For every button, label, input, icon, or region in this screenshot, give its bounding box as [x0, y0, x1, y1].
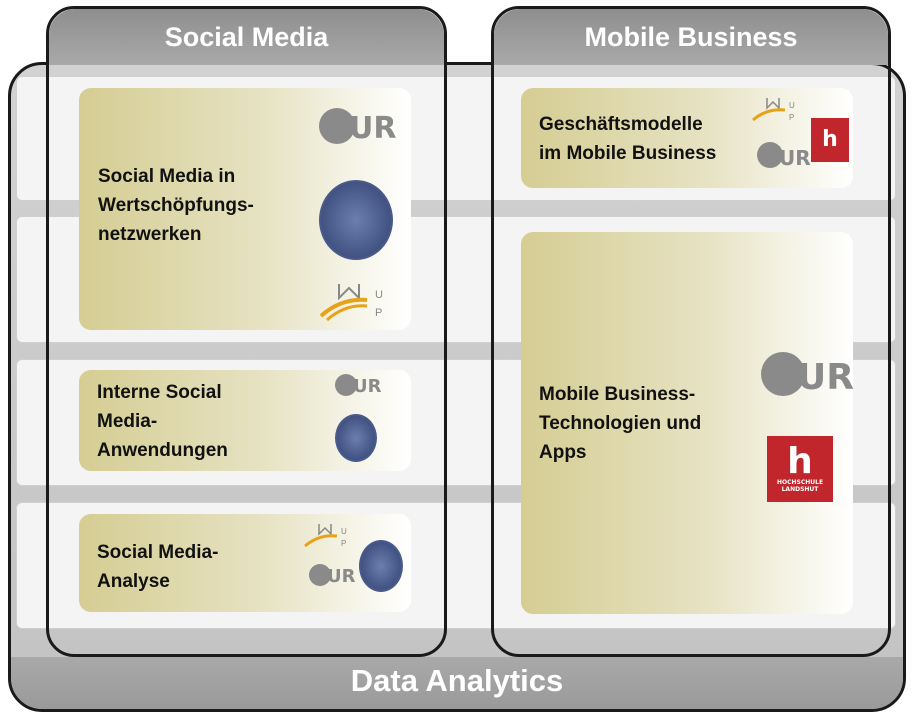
ur-logo: UR	[761, 352, 854, 396]
ur-logo: UR	[757, 142, 811, 168]
card-text: Mobile Business- Technologien und Apps	[539, 384, 702, 463]
landshut-logo-icon: h HOCHSCHULE LANDSHUT	[767, 436, 833, 502]
card-text: Geschäftsmodelle im Mobile Business	[539, 114, 717, 164]
svg-text:U: U	[341, 527, 347, 536]
social-media-column: Social Media	[46, 6, 447, 657]
svg-text:P: P	[789, 113, 794, 122]
social-media-header: Social Media	[49, 9, 444, 65]
card-social-media-wertschoepfung: Social Media in Wertschöpfungs- netzwerk…	[79, 88, 411, 330]
bamberg-seal-icon	[319, 180, 393, 260]
svg-text:U: U	[789, 101, 795, 110]
card-mobile-business-technologien: Mobile Business- Technologien und Apps U…	[521, 232, 854, 614]
mobile-business-header: Mobile Business	[494, 9, 888, 65]
passau-logo-icon: UP	[752, 98, 795, 122]
card-interne-social-media: Interne Social Media- Anwendungen UR	[79, 370, 411, 471]
passau-logo-icon: UP	[304, 524, 347, 548]
bamberg-seal-icon	[359, 540, 403, 592]
mobile-business-column: Mobile Business	[491, 6, 891, 657]
ur-logo: UR	[319, 108, 396, 144]
passau-logo-icon: UP	[319, 284, 383, 322]
data-analytics-label: Data Analytics	[350, 663, 564, 698]
svg-text:U: U	[375, 289, 383, 301]
ur-logo: UR	[309, 564, 355, 586]
ur-logo: UR	[335, 374, 381, 396]
card-text: Interne Social Media- Anwendungen	[97, 382, 228, 461]
bamberg-seal-icon	[335, 414, 377, 462]
landshut-logo-icon: h	[811, 118, 849, 162]
card-text: Social Media- Analyse	[97, 542, 219, 592]
svg-text:P: P	[341, 539, 346, 548]
data-analytics-band	[11, 657, 903, 709]
svg-text:P: P	[375, 307, 382, 319]
card-text: Social Media in Wertschöpfungs- netzwerk…	[98, 166, 254, 245]
